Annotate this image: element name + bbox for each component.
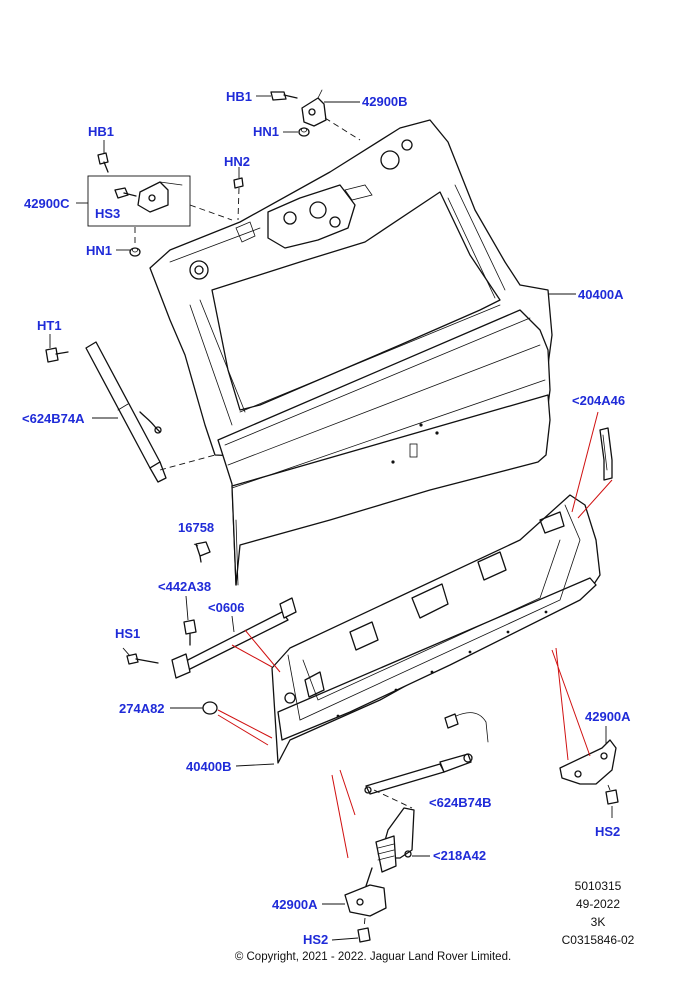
hinge-42900a-bottom (344, 867, 387, 917)
label-hs2-right: HS2 (595, 824, 620, 839)
bolt-hb1-left (97, 152, 109, 173)
reference-line-4: C0315846-02 (562, 933, 635, 947)
label-42900a-bottom: 42900A (272, 897, 318, 912)
cap-274a82 (202, 701, 218, 715)
reference-line-1: 5010315 (575, 879, 622, 893)
label-218a42: <218A42 (433, 848, 486, 863)
label-42900a-right: 42900A (585, 709, 631, 724)
latch-218a42 (373, 789, 415, 873)
reference-line-3: 3K (591, 915, 606, 929)
label-ht1: HT1 (37, 318, 62, 333)
label-0606: <0606 (208, 600, 245, 615)
nut-hn1-top (298, 127, 310, 137)
bolt-hb1-top (270, 91, 298, 101)
bolt-ht1 (45, 347, 69, 363)
screw-hs2-right (605, 784, 619, 805)
reference-line-2: 49-2022 (576, 897, 620, 911)
label-624b74a: <624B74A (22, 411, 85, 426)
label-hb1-left: HB1 (88, 124, 114, 139)
hinge-42900a-right (559, 739, 617, 785)
leader-lines (49, 95, 613, 941)
label-16758: 16758 (178, 520, 214, 535)
label-40400a: 40400A (578, 287, 624, 302)
label-624b74b: <624B74B (429, 795, 492, 810)
label-442a38: <442A38 (158, 579, 211, 594)
label-hs2-bottom: HS2 (303, 932, 328, 947)
label-274a82: 274A82 (119, 701, 165, 716)
nut-hn2 (233, 177, 244, 189)
red-leader-lines (217, 411, 613, 859)
label-hn2: HN2 (224, 154, 250, 169)
screw-hs1 (126, 653, 159, 665)
part-labels: HB1 42900B HN1 HB1 HN2 42900C HS3 HN1 40… (22, 89, 631, 947)
label-hn1-left: HN1 (86, 243, 112, 258)
hinge-42900c (87, 175, 191, 227)
label-40400b: 40400B (186, 759, 232, 774)
label-hn1-top: HN1 (253, 124, 279, 139)
screw-hs2-bottom (357, 917, 371, 943)
hinge-42900b (301, 89, 327, 127)
gas-strut-624b74b (364, 753, 473, 795)
tailgate-frame-40400a (149, 119, 553, 586)
clip-16758 (195, 541, 211, 563)
clip-442a38 (183, 619, 197, 646)
label-204a46: <204A46 (572, 393, 625, 408)
seal-204a46 (599, 427, 613, 481)
label-hb1-top: HB1 (226, 89, 252, 104)
trim-panel-40400b (271, 494, 601, 764)
label-hs1: HS1 (115, 626, 140, 641)
label-42900b: 42900B (362, 94, 408, 109)
label-hs3: HS3 (95, 206, 120, 221)
copyright-notice: © Copyright, 2021 - 2022. Jaguar Land Ro… (235, 951, 511, 963)
nut-hn1-left (129, 247, 141, 257)
rod-0606 (171, 597, 297, 679)
reference-block: 5010315 49-2022 3K C0315846-02 (562, 879, 635, 947)
label-42900c: 42900C (24, 196, 70, 211)
gas-strut-624b74a (85, 341, 167, 483)
